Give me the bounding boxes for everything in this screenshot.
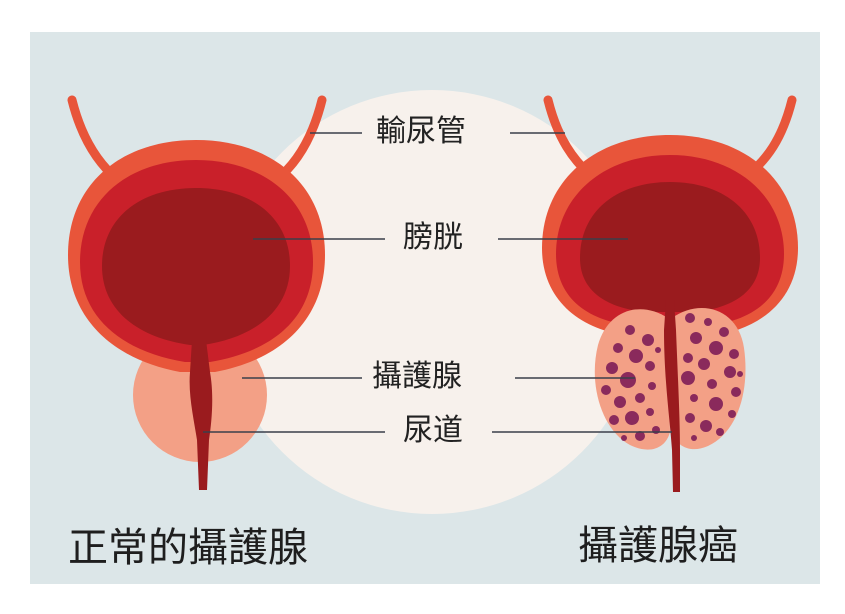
cancer-prostate-title: 攝護腺癌	[578, 523, 738, 569]
normal-bladder-cavity	[102, 188, 290, 345]
normal-prostate-figure	[67, 95, 327, 490]
cancer-bladder-cavity	[580, 182, 760, 312]
center-circle	[220, 90, 644, 514]
cancer-prostate-figure	[542, 95, 798, 492]
normal-prostate-title: 正常的攝護腺	[68, 525, 308, 571]
bladder-label: 膀胱	[403, 220, 463, 255]
leader-lines	[203, 132, 672, 433]
tumor-nodules	[601, 313, 743, 441]
cancer-urethra	[664, 300, 680, 492]
ureter-label: 輸尿管	[376, 114, 466, 149]
normal-urethra	[189, 340, 213, 490]
urethra-label: 尿道	[403, 413, 463, 448]
prostate-label: 攝護腺	[372, 359, 462, 394]
